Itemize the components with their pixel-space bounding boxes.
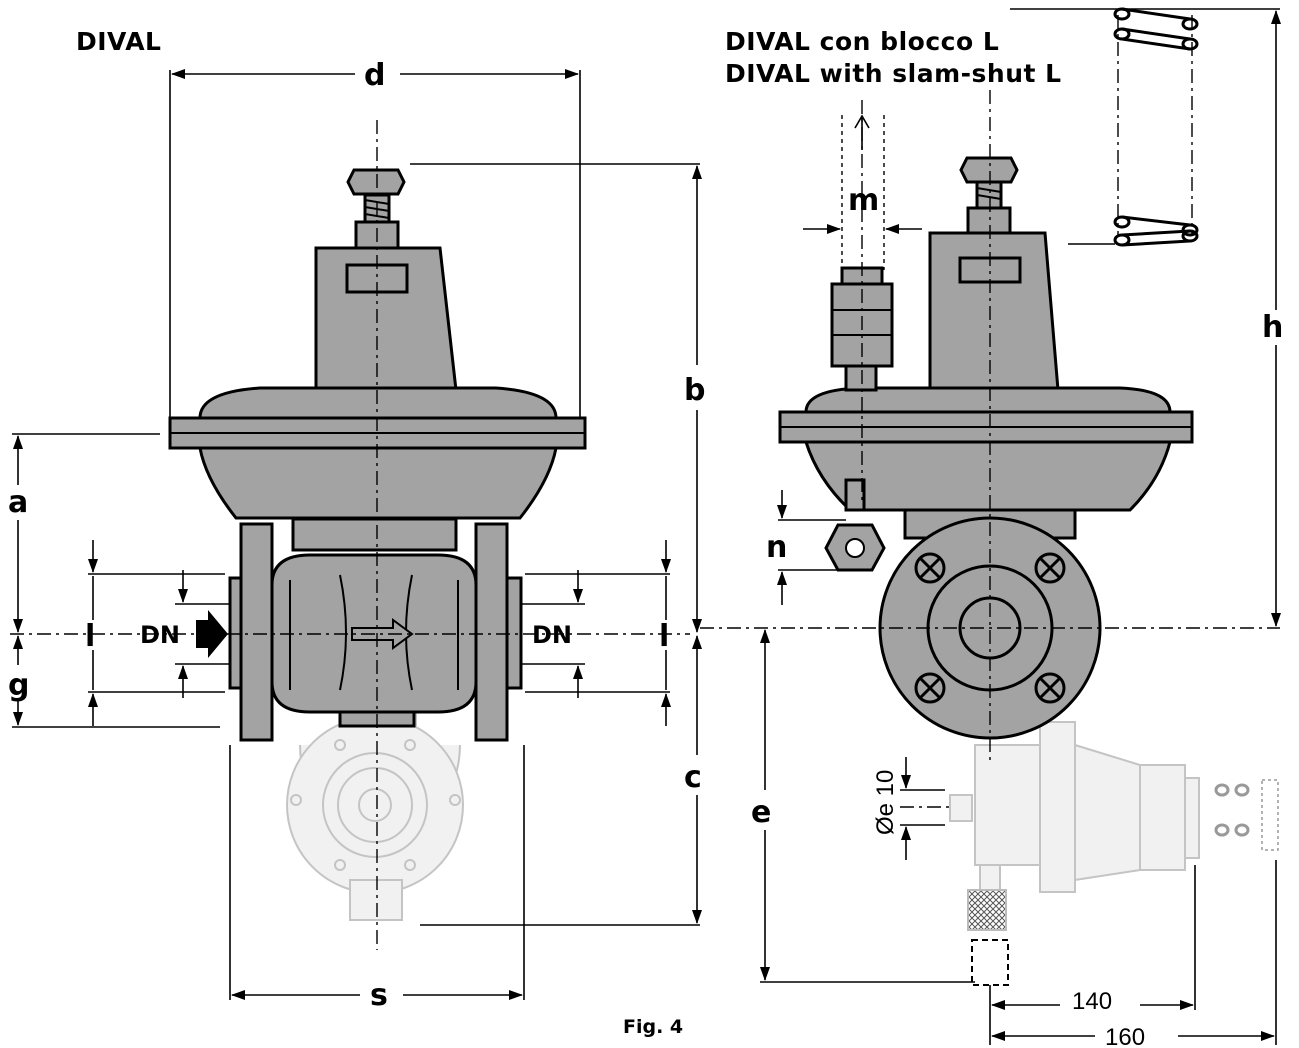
dim-a-label: a bbox=[8, 485, 28, 520]
dival-slam-shut-side-view: m n h e Øe 10 140 160 bbox=[700, 7, 1283, 1048]
dim-140-label: 140 bbox=[1072, 988, 1112, 1015]
title-dival-slam-shut-en: DIVAL with slam-shut L bbox=[725, 59, 1062, 88]
dim-l-left-label: l bbox=[85, 619, 95, 654]
dival-front-view: DN DN d b a g l bbox=[8, 58, 705, 1013]
title-dival-slam-shut-it: DIVAL con blocco L bbox=[725, 27, 1000, 56]
ghost-pilot bbox=[900, 721, 1279, 986]
dim-h-label: h bbox=[1262, 310, 1283, 345]
dim-g-label: g bbox=[8, 668, 29, 703]
outlet-label: DN bbox=[532, 621, 572, 649]
inlet-label: DN bbox=[140, 621, 180, 649]
dim-c-label: c bbox=[684, 760, 702, 795]
slam-shut-casing bbox=[778, 156, 1194, 540]
valve-body bbox=[228, 517, 523, 742]
dim-l-right-label: l bbox=[659, 619, 669, 654]
dim-b-label: b bbox=[684, 373, 705, 408]
dim-e-label: e bbox=[751, 795, 771, 830]
dim-d-label: d bbox=[364, 58, 385, 93]
title-dival: DIVAL bbox=[76, 27, 162, 56]
spring-detail bbox=[1113, 7, 1199, 247]
dim-160-label: 160 bbox=[1105, 1024, 1145, 1048]
diaphragm-casing bbox=[168, 168, 587, 520]
dim-oe10-label: Øe 10 bbox=[872, 770, 899, 835]
dim-m-label: m bbox=[848, 183, 879, 218]
dim-n-label: n bbox=[766, 530, 787, 565]
ghost-lower-flange bbox=[286, 711, 464, 921]
dim-s-label: s bbox=[370, 978, 388, 1013]
figure-caption: Fig. 4 bbox=[623, 1016, 684, 1038]
